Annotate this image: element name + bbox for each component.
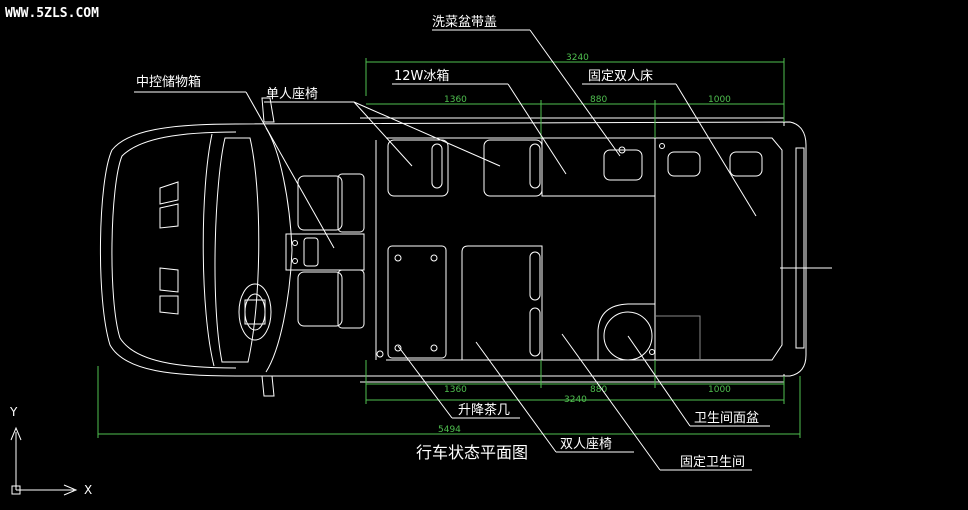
dim-bottom-total: 3240	[564, 395, 587, 405]
dimension-lines	[97, 58, 801, 438]
dim-top-total: 3240	[566, 53, 589, 63]
dim-bottom-seg3: 1000	[708, 385, 731, 395]
drawing-title: 行车状态平面图	[416, 443, 528, 462]
label-center-storage: 中控储物箱	[136, 74, 201, 90]
interior-furniture	[376, 138, 832, 361]
axis-y-label: Y	[9, 405, 18, 419]
label-double-seat: 双人座椅	[560, 437, 612, 452]
dim-top-seg3: 1000	[708, 95, 731, 105]
single-seat-left	[387, 139, 449, 197]
label-fixed-toilet: 固定卫生间	[680, 455, 745, 470]
sink-basin	[603, 149, 643, 181]
dim-bottom-seg2: 880	[590, 385, 607, 395]
dim-bottom-seg1: 1360	[444, 385, 467, 395]
dim-top-seg1: 1360	[444, 95, 467, 105]
axis-x-label: X	[84, 483, 92, 497]
label-fixed-double-bed: 固定双人床	[588, 69, 653, 84]
toilet-basin	[603, 311, 653, 361]
label-toilet-basin: 卫生间面盆	[694, 411, 759, 426]
label-sink-with-lid: 洗菜盆带盖	[432, 15, 497, 30]
watermark-text: WWW.5ZLS.COM	[5, 6, 99, 21]
label-fridge: 12W冰箱	[394, 68, 449, 84]
lift-table	[387, 245, 447, 359]
ucs-axis-icon	[10, 426, 78, 496]
dim-overall: 5494	[438, 425, 461, 435]
leader-lines	[134, 29, 770, 471]
label-lift-table: 升降茶几	[458, 402, 510, 418]
label-single-seat: 单人座椅	[266, 87, 318, 102]
double-seat	[461, 245, 543, 360]
dim-top-seg2: 880	[590, 95, 607, 105]
